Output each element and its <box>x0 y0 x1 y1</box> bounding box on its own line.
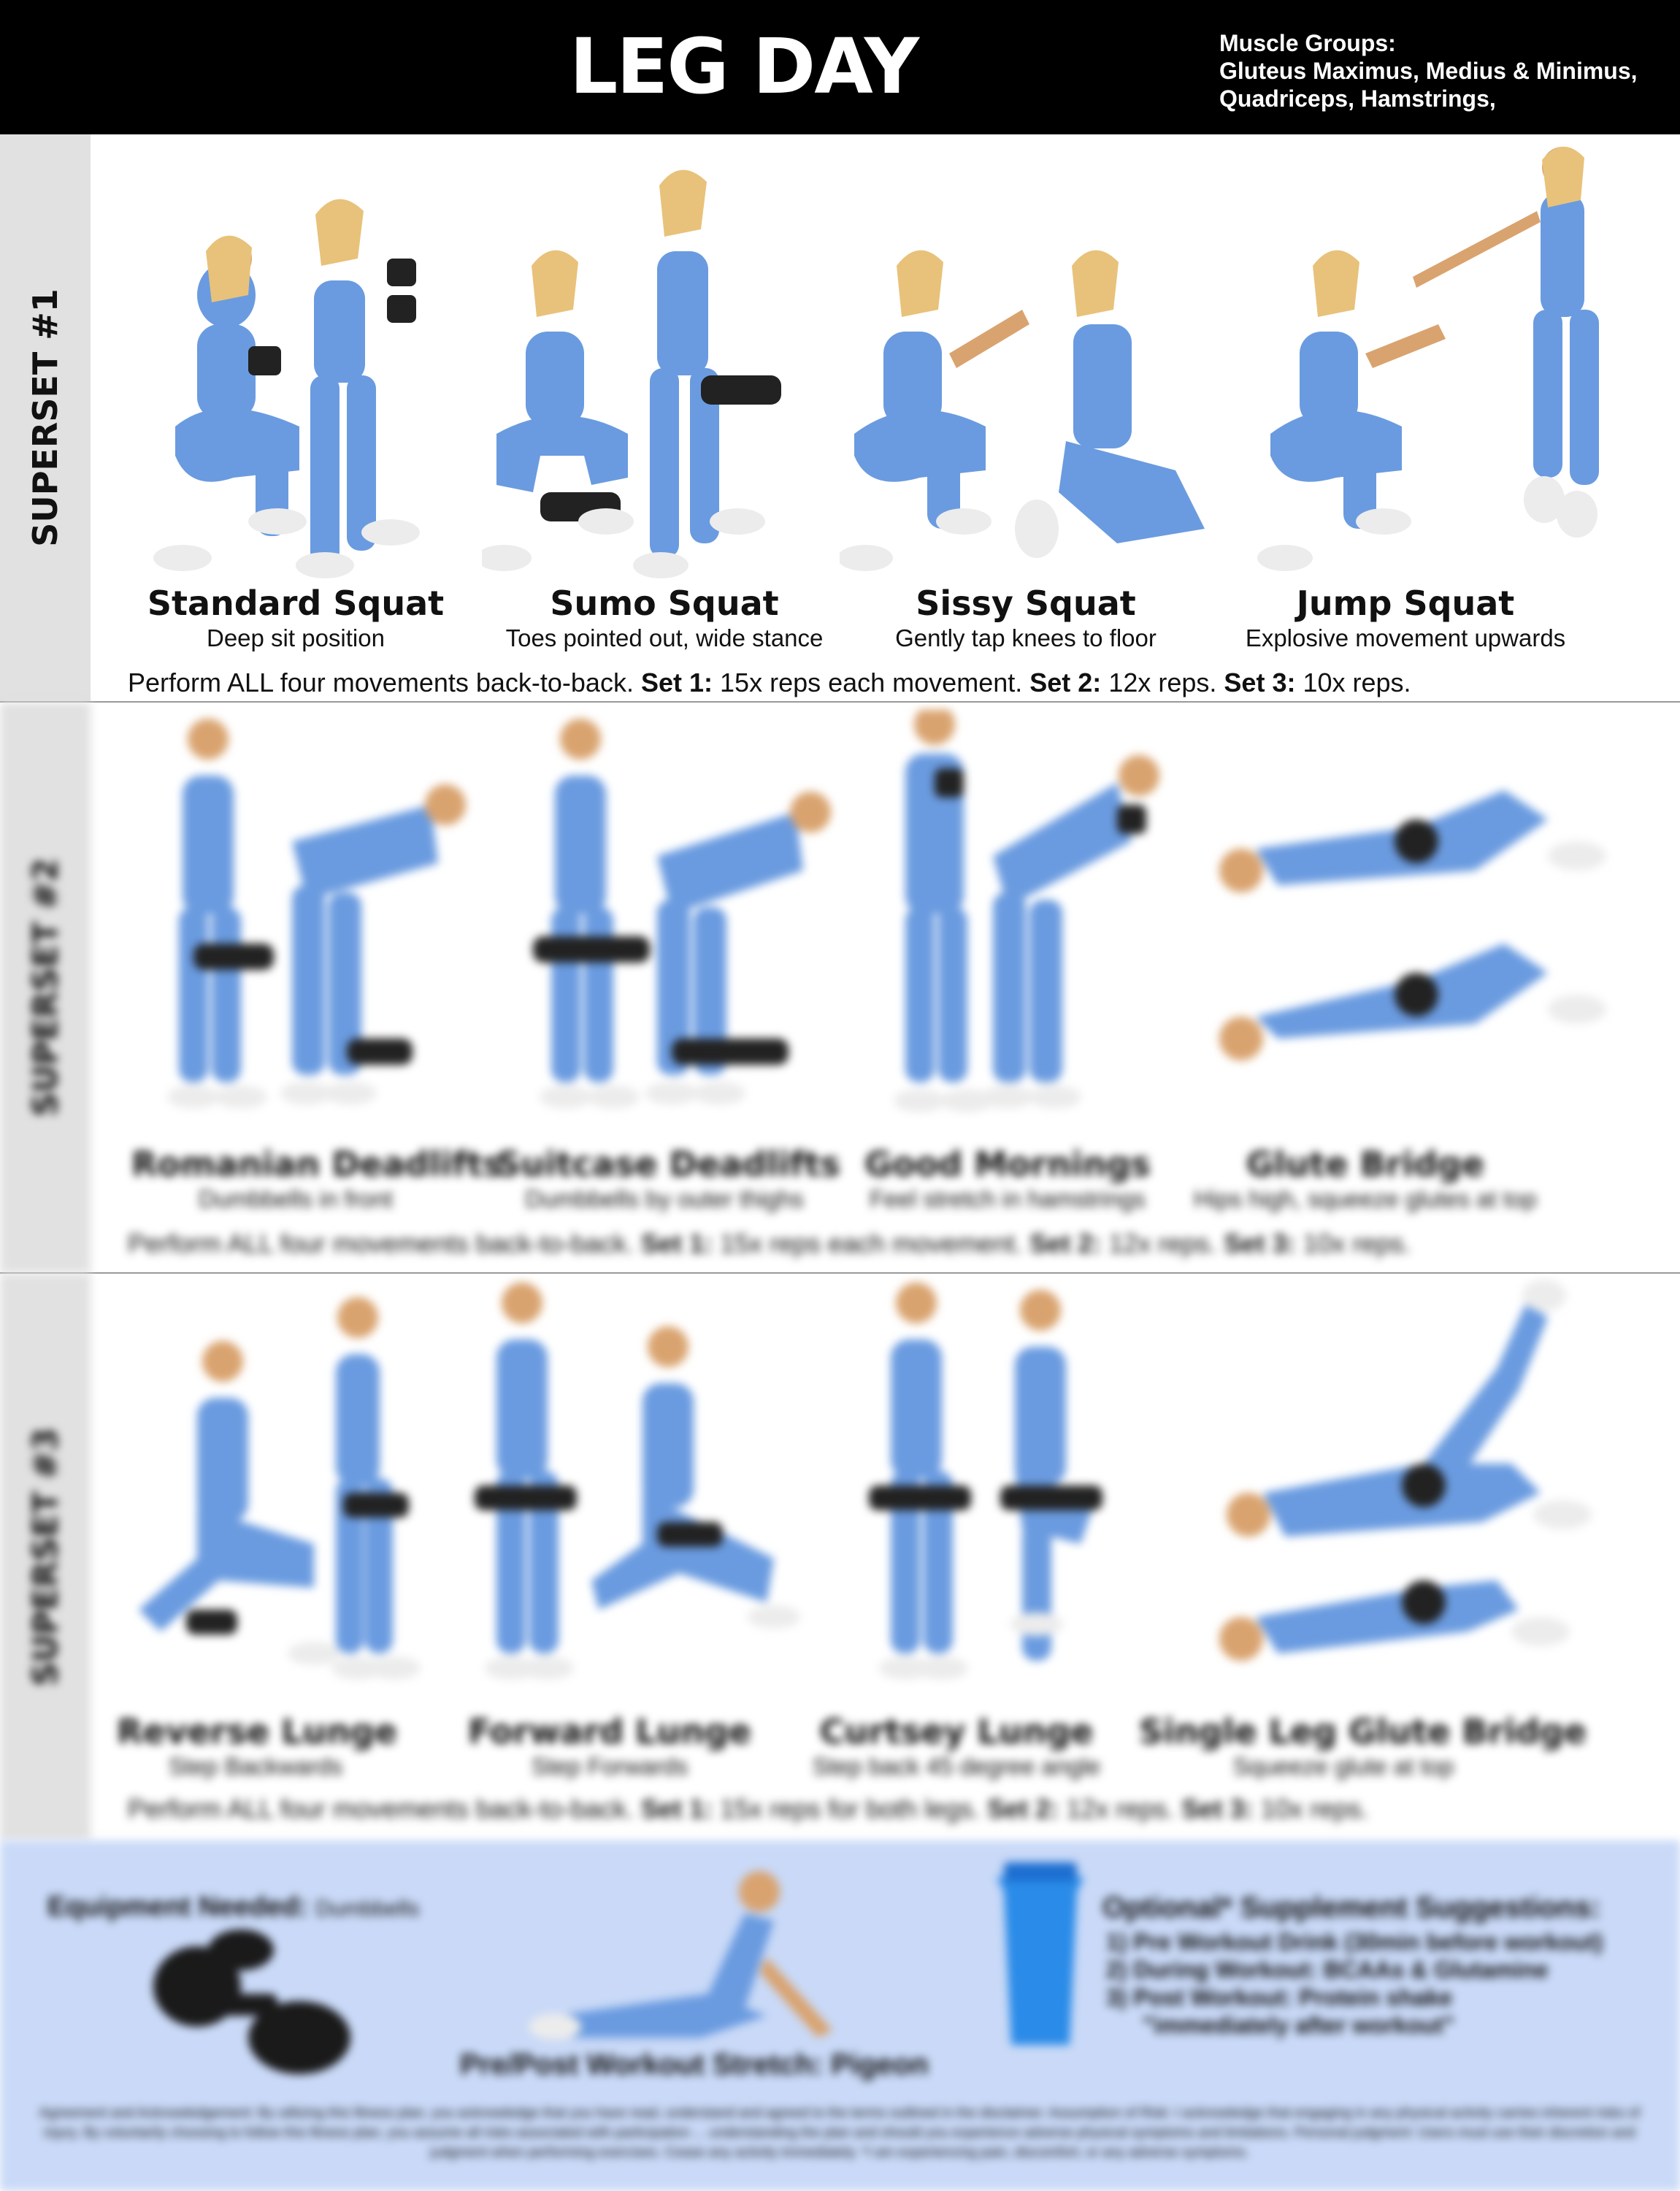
section-divider <box>0 1272 1680 1274</box>
glute-bridge-figure <box>1219 790 1606 1060</box>
exercise-note: Feel stretch in hamstrings <box>870 1185 1146 1212</box>
exercise-romanian-deadlifts: Romanian Deadlifts Dumbbells in front <box>131 1144 503 1213</box>
equipment-panel: Equipment Needed: Dumbbells Pre/Post Wor… <box>0 1840 1680 2191</box>
exercise-note: Hips high, squeeze glutes at top <box>1194 1185 1537 1212</box>
exercise-glute-bridge: Glute Bridge Hips high, squeeze glutes a… <box>1183 1144 1548 1213</box>
exercise-note: Step Backwards <box>168 1753 343 1780</box>
exercise-note: Step back 45 degree angle <box>812 1753 1101 1780</box>
supplement-item: 1) Pre Workout Drink (30min before worko… <box>1106 1929 1603 1955</box>
pigeon-stretch-figure <box>529 1871 832 2040</box>
exercise-note: Toes pointed out, wide stance <box>505 624 824 651</box>
superset-2-label: SUPERSET #2 <box>26 858 65 1117</box>
superset-2-band: SUPERSET #2 <box>0 703 91 1272</box>
exercise-standard-squat: Standard Squat Deep sit position <box>146 584 445 652</box>
exercise-single-leg-glute-bridge: Single Leg Glute Bridge Squeeze glute at… <box>1139 1712 1587 1781</box>
supplement-item: 2) During Workout: BCAAs & Glutamine <box>1106 1957 1549 1983</box>
superset-1-section: SUPERSET #1 <box>0 134 1680 701</box>
supplement-item: "immediately after workout" <box>1143 2012 1454 2038</box>
exercise-name: Curtsey Lunge <box>819 1712 1094 1751</box>
section-divider <box>0 701 1680 703</box>
suitcase-deadlift-figure <box>533 719 831 1109</box>
equipment-value: Dumbbells <box>315 1897 420 1921</box>
exercise-name: Romanian Deadlifts <box>131 1144 503 1184</box>
exercise-note: Dumbbells in front <box>199 1185 393 1212</box>
muscle-groups-line1: Gluteus Maximus, Medius & Minimus, <box>1219 58 1638 84</box>
superset-2-instructions: Perform ALL four movements back-to-back.… <box>128 1228 1411 1258</box>
muscle-groups-label: Muscle Groups: <box>1219 30 1396 56</box>
exercise-name: Single Leg Glute Bridge <box>1139 1712 1587 1751</box>
muscle-groups: Muscle Groups: Gluteus Maximus, Medius &… <box>1219 29 1657 112</box>
exercise-note: Squeeze glute at top <box>1232 1753 1454 1780</box>
exercise-sumo-squat: Sumo Squat Toes pointed out, wide stance <box>482 584 847 652</box>
header-bar: LEG DAY Muscle Groups: Gluteus Maximus, … <box>0 0 1680 134</box>
superset-2-section: SUPERSET #2 Romanian Deadlifts Dumbbells… <box>0 703 1680 1272</box>
exercise-name: Glute Bridge <box>1246 1144 1485 1184</box>
curtsey-lunge-figure <box>869 1282 1102 1680</box>
superset-3-band: SUPERSET #3 <box>0 1274 91 1840</box>
exercise-reverse-lunge: Reverse Lunge Step Backwards <box>117 1712 398 1781</box>
single-leg-glute-bridge-figure <box>1219 1280 1592 1661</box>
page-title: LEG DAY <box>569 22 919 111</box>
superset-3-instructions: Perform ALL four movements back-to-back.… <box>128 1794 1369 1824</box>
dumbbell-icon <box>153 1930 350 2074</box>
supplement-title: Optional* Supplement Suggestions: <box>1102 1892 1601 1924</box>
forward-lunge-figure <box>475 1282 800 1680</box>
equipment-label: Equipment Needed: Dumbbells <box>47 1892 420 1922</box>
exercise-name: Sumo Squat <box>550 584 779 623</box>
superset-3-label: SUPERSET #3 <box>26 1428 65 1686</box>
shaker-bottle-icon <box>997 1862 1084 2045</box>
superset-3-section: SUPERSET #3 Reverse Lunge Step Backwards… <box>0 1274 1680 1840</box>
exercise-note: Step Forwards <box>531 1753 689 1780</box>
exercise-name: Standard Squat <box>147 584 445 623</box>
superset-1-instructions: Perform ALL four movements back-to-back.… <box>128 668 1411 697</box>
exercise-name: Sissy Squat <box>916 584 1136 623</box>
reverse-lunge-figure <box>139 1297 421 1680</box>
exercise-name: Reverse Lunge <box>117 1712 398 1751</box>
sumo-squat-figure <box>482 169 781 578</box>
exercise-note: Dumbbells by outer thighs <box>525 1185 804 1212</box>
romanian-deadlift-figure <box>167 719 466 1109</box>
exercise-note: Gently tap knees to floor <box>895 624 1157 651</box>
supplement-list: 1) Pre Workout Drink (30min before worko… <box>1106 1928 1603 2039</box>
good-mornings-figure <box>894 710 1159 1112</box>
exercise-name: Good Mornings <box>864 1144 1151 1184</box>
superset-1-label: SUPERSET #1 <box>26 288 65 547</box>
exercise-note: Explosive movement upwards <box>1245 624 1566 651</box>
exercise-name: Jump Squat <box>1296 584 1515 623</box>
supplement-item: 3) Post Workout: Protein shake <box>1106 1984 1453 2011</box>
exercise-jump-squat: Jump Squat Explosive movement upwards <box>1227 584 1584 652</box>
exercise-note: Deep sit position <box>207 624 385 651</box>
exercise-sissy-squat: Sissy Squat Gently tap knees to floor <box>869 584 1183 652</box>
exercise-name: Forward Lunge <box>468 1712 751 1751</box>
disclaimer-text: Agreement and Acknowledgement: By utiliz… <box>39 2106 1641 2160</box>
exercise-good-mornings: Good Mornings Feel stretch in hamstrings <box>847 1144 1168 1213</box>
exercise-name: Suitcase Deadlifts <box>496 1144 840 1184</box>
jump-squat-figure <box>1257 146 1599 571</box>
stretch-label: Pre/Post Workout Stretch: Pigeon <box>460 2049 929 2081</box>
muscle-groups-line2: Quadriceps, Hamstrings, <box>1219 85 1496 112</box>
standard-squat-figure <box>153 199 420 578</box>
sissy-squat-figure <box>840 250 1205 571</box>
exercise-suitcase-deadlifts: Suitcase Deadlifts Dumbbells by outer th… <box>496 1144 840 1213</box>
superset-1-band: SUPERSET #1 <box>0 134 91 701</box>
exercise-forward-lunge: Forward Lunge Step Forwards <box>467 1712 752 1781</box>
exercise-curtsey-lunge: Curtsey Lunge Step back 45 degree angle <box>796 1712 1117 1781</box>
